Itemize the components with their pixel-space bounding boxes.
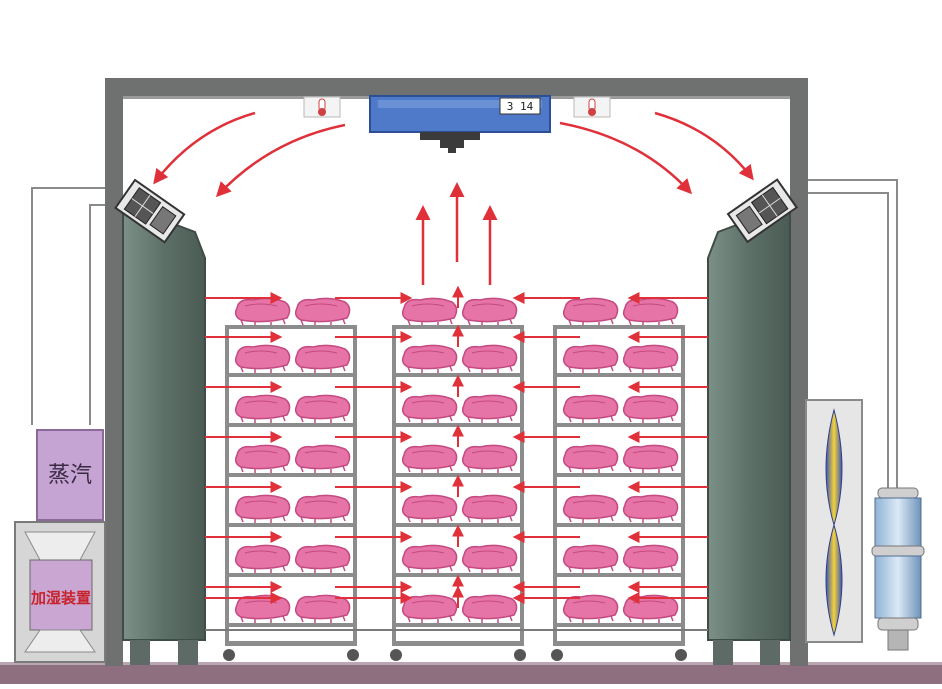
fan-icon xyxy=(726,178,799,244)
meat-piece xyxy=(294,297,351,326)
steam-box: 蒸汽 xyxy=(36,429,104,521)
rack-group xyxy=(223,297,687,661)
rack xyxy=(223,297,359,661)
floor-line xyxy=(0,662,942,665)
meat-piece xyxy=(234,344,291,373)
meat-piece xyxy=(622,394,679,423)
meat-piece xyxy=(461,394,518,423)
meat-piece xyxy=(461,344,518,373)
meat-piece xyxy=(562,297,619,326)
water-tank-icon xyxy=(871,487,925,651)
meat-piece xyxy=(562,544,619,573)
meat-piece xyxy=(294,444,351,473)
meat-piece xyxy=(294,544,351,573)
meat-piece xyxy=(622,544,679,573)
meat-piece xyxy=(234,494,291,523)
steam-label: 蒸汽 xyxy=(48,463,92,488)
controller-display: 3 14 xyxy=(507,100,534,113)
meat-piece xyxy=(622,444,679,473)
meat-piece xyxy=(401,444,458,473)
air-flow-row xyxy=(205,524,708,547)
meat-piece xyxy=(294,494,351,523)
control-unit: 3 14 xyxy=(369,95,551,153)
air-flow-row xyxy=(205,574,708,597)
meat-piece xyxy=(622,494,679,523)
left-piping xyxy=(31,187,108,425)
air-flow-row xyxy=(205,474,708,497)
meat-piece xyxy=(234,594,291,623)
right-piping xyxy=(806,179,898,488)
meat-piece xyxy=(461,494,518,523)
meat-piece xyxy=(622,594,679,623)
thermometer-icon xyxy=(303,96,341,118)
meat-piece xyxy=(562,394,619,423)
chamber-frame xyxy=(105,78,808,666)
meat-piece xyxy=(622,344,679,373)
air-flow-row xyxy=(205,285,708,308)
meat-piece xyxy=(294,594,351,623)
rack xyxy=(390,297,526,661)
meat-piece xyxy=(461,297,518,326)
fan-icon xyxy=(114,178,186,244)
axial-fan-icon xyxy=(805,399,863,643)
meat-piece xyxy=(401,544,458,573)
rack xyxy=(551,297,687,661)
meat-piece xyxy=(294,344,351,373)
meat-piece xyxy=(401,297,458,326)
air-flow-row xyxy=(205,585,708,608)
thermometer-icon xyxy=(573,96,611,118)
left-wall-panel xyxy=(122,203,206,665)
meat-piece xyxy=(401,344,458,373)
meat-piece xyxy=(461,444,518,473)
air-flow-horizontal xyxy=(205,285,708,608)
air-flow-row xyxy=(205,324,708,347)
meat-piece xyxy=(562,444,619,473)
meat-piece xyxy=(234,444,291,473)
meat-piece xyxy=(401,394,458,423)
meat-piece xyxy=(562,594,619,623)
meat-piece xyxy=(401,594,458,623)
meat-piece xyxy=(234,394,291,423)
floor xyxy=(0,664,942,684)
humidifier-box: 加湿装置 xyxy=(14,521,106,663)
meat-piece xyxy=(461,594,518,623)
meat-piece xyxy=(294,394,351,423)
meat-piece xyxy=(401,494,458,523)
right-wall-panel xyxy=(707,203,791,665)
air-flow-up xyxy=(415,182,498,285)
meat-piece xyxy=(562,494,619,523)
meat-piece xyxy=(461,544,518,573)
air-flow-top xyxy=(153,111,754,198)
humidifier-label: 加湿装置 xyxy=(30,589,91,607)
air-flow-row xyxy=(205,424,708,447)
air-flow-row xyxy=(205,374,708,397)
meat-piece xyxy=(622,297,679,326)
meat-piece xyxy=(234,544,291,573)
meat-piece xyxy=(234,297,291,326)
meat-piece xyxy=(562,344,619,373)
